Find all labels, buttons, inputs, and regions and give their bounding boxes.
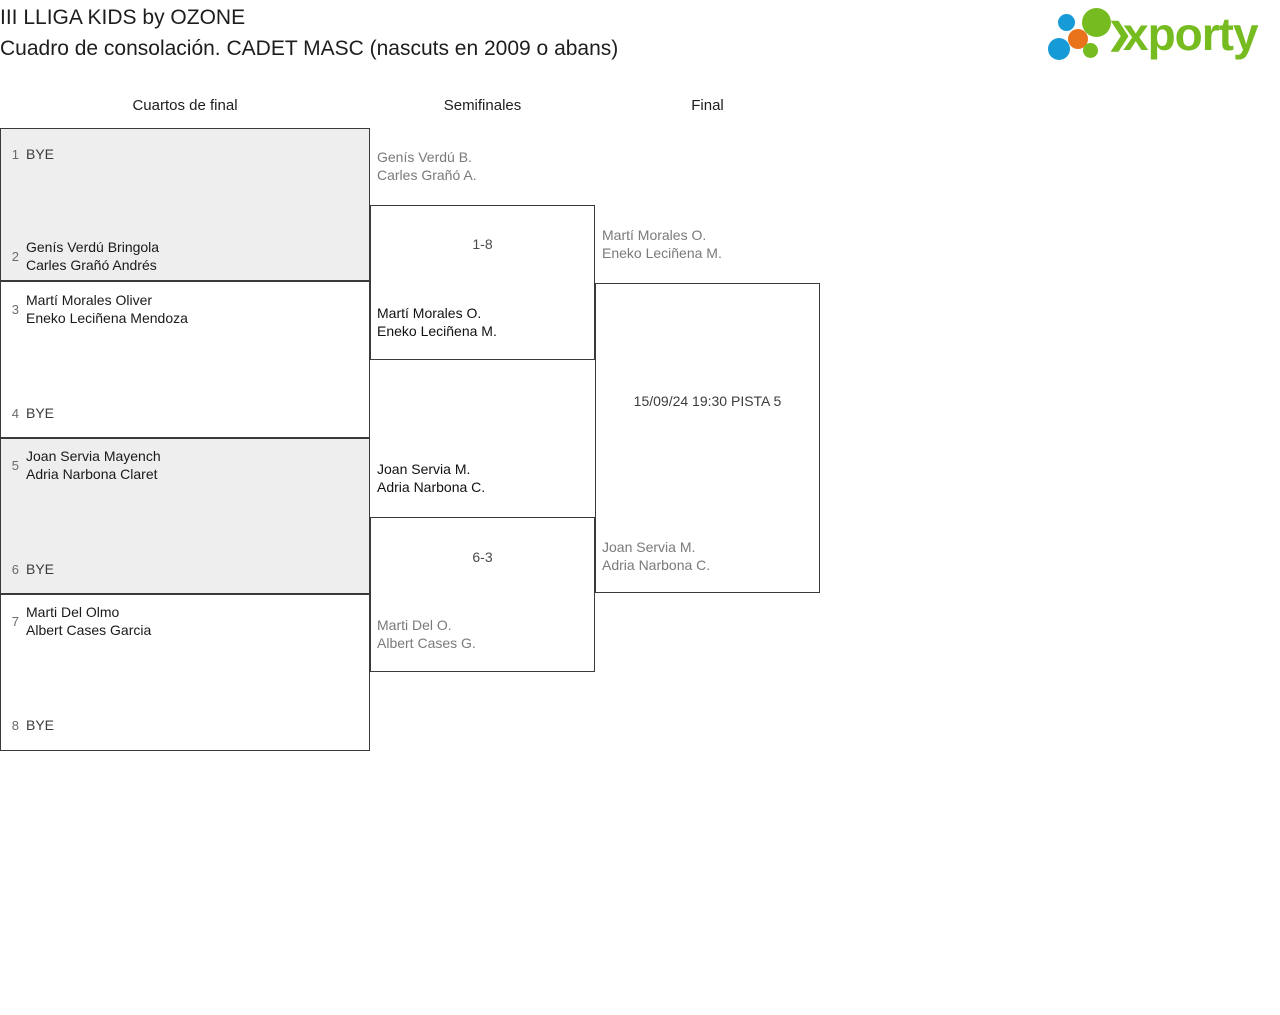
seed-number: 8	[11, 717, 19, 733]
seed-number: 2	[11, 248, 19, 264]
qf-match-box-3[interactable]	[0, 438, 370, 594]
final-slot-bottom[interactable]: Joan Servia M. Adria Narbona C.	[602, 537, 817, 575]
player-names: Martí Morales Oliver Eneko Leciñena Mend…	[26, 291, 188, 327]
qf-slot-1[interactable]: 1 BYE	[4, 143, 364, 165]
sf2-score: 6-3	[472, 549, 493, 565]
player-names: Joan Servia Mayench Adria Narbona Claret	[26, 447, 161, 483]
player-name-1: Joan Servia M.	[602, 539, 696, 555]
player-names: BYE	[26, 405, 55, 421]
qf-slot-6[interactable]: 6 BYE	[4, 558, 364, 580]
player-names: Marti Del Olmo Albert Cases Garcia	[26, 603, 151, 639]
qf-slot-5[interactable]: 5 Joan Servia Mayench Adria Narbona Clar…	[4, 446, 364, 484]
qf-match-box-4[interactable]	[0, 594, 370, 751]
logo-dot-green-small-icon	[1083, 43, 1098, 58]
player-name-1: Martí Morales O.	[377, 305, 482, 321]
player-name-1: Genís Verdú B.	[377, 149, 472, 165]
tournament-category: Cuadro de consolación. CADET MASC (nascu…	[0, 37, 619, 60]
player-names: Martí Morales O. Eneko Leciñena M.	[602, 226, 722, 262]
player-names: Marti Del O. Albert Cases G.	[377, 616, 476, 652]
player-names: Genís Verdú B. Carles Grañó A.	[377, 148, 477, 184]
qf-match-box-1[interactable]	[0, 128, 370, 281]
logo-wordmark: xporty	[1123, 8, 1259, 60]
logo-dot-blue-small-icon	[1058, 14, 1075, 31]
sf1-slot-bottom[interactable]: Martí Morales O. Eneko Leciñena M.	[377, 303, 592, 341]
qf-slot-3[interactable]: 3 Martí Morales Oliver Eneko Leciñena Me…	[4, 290, 364, 328]
sf1-score: 1-8	[472, 236, 493, 252]
player-name-1: Joan Servia M.	[377, 461, 471, 477]
seed-number: 1	[11, 146, 19, 162]
logo-chevron-icon: ❯	[1107, 18, 1133, 51]
logo-dot-green-large-icon	[1082, 8, 1111, 37]
logo-dot-orange-icon	[1068, 29, 1088, 49]
round-header-semifinals: Semifinales	[443, 97, 522, 114]
round-header-final: Final	[691, 97, 724, 114]
player-names: Joan Servia M. Adria Narbona C.	[377, 460, 485, 496]
player-names: Joan Servia M. Adria Narbona C.	[602, 538, 710, 574]
page-title: III LLIGA KIDS by OZONE Cuadro de consol…	[0, 2, 900, 64]
seed-number: 5	[11, 457, 19, 473]
logo-dot-blue-large-icon	[1048, 38, 1070, 60]
player-names: BYE	[26, 561, 55, 577]
player-names: BYE	[26, 146, 55, 162]
tournament-name: III LLIGA KIDS by OZONE	[0, 6, 246, 29]
qf-match-box-2[interactable]	[0, 281, 370, 438]
player-name-1: Marti Del Olmo	[26, 604, 120, 620]
final-match-box[interactable]	[595, 283, 820, 593]
logo-dots-icon: ❯	[1045, 6, 1132, 62]
qf-slot-4[interactable]: 4 BYE	[4, 402, 364, 424]
qf-slot-7[interactable]: 7 Marti Del Olmo Albert Cases Garcia	[4, 602, 364, 640]
seed-number: 6	[11, 561, 19, 577]
sf2-slot-bottom[interactable]: Marti Del O. Albert Cases G.	[377, 615, 592, 653]
player-name-2: Carles Grañó A.	[377, 167, 477, 183]
player-name-2: Adria Narbona C.	[602, 557, 711, 573]
player-name-2: Adria Narbona C.	[377, 479, 486, 495]
player-name-2: Carles Grañó Andrés	[26, 257, 157, 273]
player-name-2: Eneko Leciñena Mendoza	[26, 310, 188, 326]
player-names: BYE	[26, 717, 55, 733]
player-name-1: Martí Morales Oliver	[26, 292, 153, 308]
final-slot-top[interactable]: Martí Morales O. Eneko Leciñena M.	[602, 225, 817, 263]
player-name-2: Adria Narbona Claret	[26, 466, 158, 482]
qf-slot-2[interactable]: 2 Genís Verdú Bringola Carles Grañó Andr…	[4, 237, 364, 275]
player-name-2: Eneko Leciñena M.	[602, 245, 722, 261]
seed-number: 3	[11, 301, 19, 317]
sf2-slot-top[interactable]: Joan Servia M. Adria Narbona C.	[377, 459, 592, 497]
xporty-logo[interactable]: ❯ xporty	[1045, 6, 1277, 62]
player-names: Martí Morales O. Eneko Leciñena M.	[377, 304, 497, 340]
player-name-2: Albert Cases Garcia	[26, 622, 152, 638]
sf-match-box-2[interactable]	[370, 517, 595, 672]
player-name-2: Albert Cases G.	[377, 635, 476, 651]
qf-slot-8[interactable]: 8 BYE	[4, 714, 364, 736]
round-header-quarterfinals: Cuartos de final	[132, 97, 238, 114]
sf1-slot-top[interactable]: Genís Verdú B. Carles Grañó A.	[377, 147, 592, 185]
sf-match-box-1[interactable]	[370, 205, 595, 360]
player-names: Genís Verdú Bringola Carles Grañó Andrés	[26, 238, 159, 274]
player-name-1: Marti Del O.	[377, 617, 452, 633]
player-name-1: Martí Morales O.	[602, 227, 707, 243]
player-name-2: Eneko Leciñena M.	[377, 323, 497, 339]
seed-number: 7	[11, 613, 19, 629]
seed-number: 4	[11, 405, 19, 421]
player-name-1: Genís Verdú Bringola	[26, 239, 160, 255]
player-name-1: Joan Servia Mayench	[26, 448, 161, 464]
final-schedule: 15/09/24 19:30 PISTA 5	[633, 393, 782, 409]
